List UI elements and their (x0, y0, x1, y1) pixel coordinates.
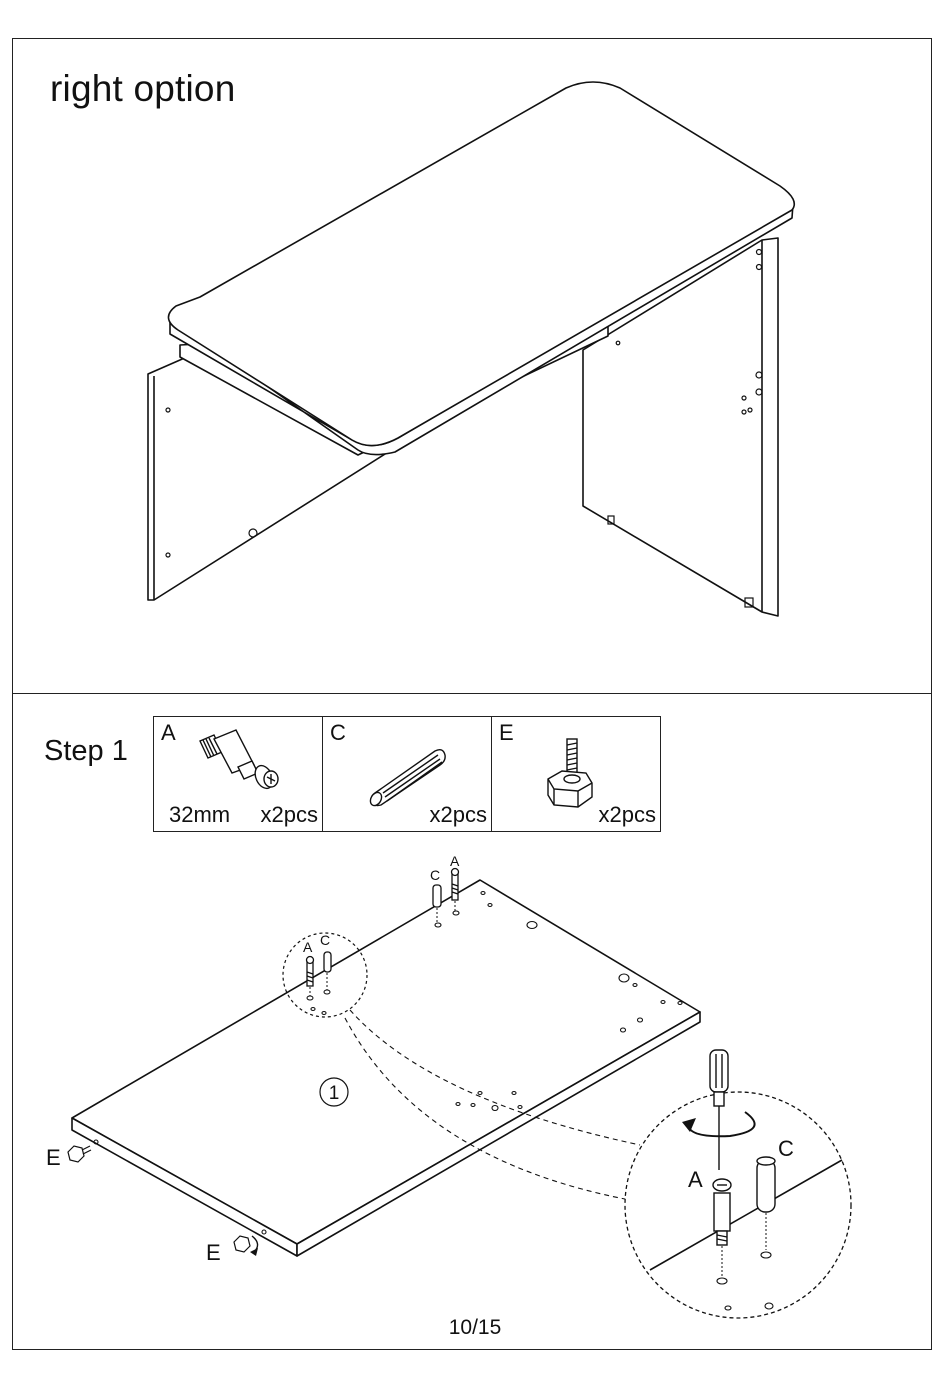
part-letter: C (330, 720, 346, 745)
page-title: right option (50, 68, 236, 109)
label-c-circle: C (320, 932, 330, 948)
part-cell-c: C x2pcs (323, 717, 492, 831)
label-c-zoom: C (778, 1136, 794, 1161)
part-qty: x2pcs (598, 802, 656, 827)
label-a-zoom: A (688, 1167, 703, 1192)
label-a-circle: A (303, 939, 313, 955)
desk-illustration (147, 81, 796, 617)
cam-bolt-icon (199, 729, 279, 790)
leveling-foot-icon (547, 738, 593, 808)
part-length: 32mm (169, 802, 231, 827)
part-letter: E (499, 720, 514, 745)
part-qty: x2pcs (429, 802, 487, 827)
label-c-top: C (430, 867, 440, 883)
page-number: 10/15 (448, 1316, 502, 1339)
label-e-bottom: E (206, 1240, 221, 1265)
page-frame (12, 38, 932, 1350)
section-divider (12, 693, 932, 694)
label-a-top: A (450, 853, 460, 869)
part-cell-e: E x2pcs (492, 717, 660, 831)
panel-number: 1 (329, 1083, 340, 1104)
part-cell-a: A 32mm x2pcs (154, 717, 323, 831)
step-label: Step 1 (44, 735, 128, 767)
parts-table: A 32mm x2pcs C x2pcs E (153, 716, 661, 832)
part-letter: A (161, 720, 176, 745)
part-qty: x2pcs (260, 802, 318, 827)
label-e-left: E (46, 1145, 61, 1170)
wood-dowel-icon (369, 748, 446, 807)
